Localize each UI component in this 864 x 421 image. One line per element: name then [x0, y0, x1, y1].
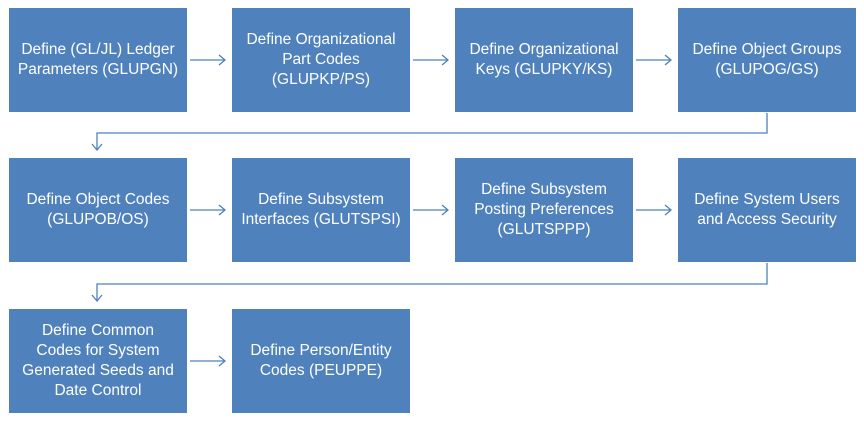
process-step-box: Define (GL/JL) Ledger Parameters (GLUPGN…: [9, 8, 187, 112]
elbow-arrow-icon: [91, 263, 768, 303]
process-step-box: Define Organizational Keys (GLUPKY/KS): [455, 8, 633, 112]
elbow-arrow-icon: [91, 113, 768, 152]
arrow-right-icon: [190, 355, 227, 367]
process-step-box: Define Organizational Part Codes (GLUPKP…: [232, 8, 410, 112]
process-step-box: Define Object Groups (GLUPOG/GS): [678, 8, 856, 112]
process-step-label: Define Subsystem Interfaces (GLUTSPSI): [241, 191, 401, 228]
process-step-label: Define Organizational Part Codes (GLUPKP…: [246, 31, 396, 88]
process-step-box: Define Object Codes (GLUPOB/OS): [9, 158, 187, 262]
process-step-box: Define System Users and Access Security: [678, 158, 856, 262]
process-step-label: Define Object Groups (GLUPOG/GS): [692, 41, 842, 78]
arrow-right-icon: [190, 204, 227, 216]
process-step-box: Define Subsystem Interfaces (GLUTSPSI): [232, 158, 410, 262]
process-step-label: Define Subsystem Posting Preferences (GL…: [474, 181, 614, 238]
process-step-box: Define Person/Entity Codes (PEUPPE): [232, 309, 410, 413]
arrow-right-icon: [413, 204, 450, 216]
arrow-right-icon: [636, 204, 673, 216]
process-step-box: Define Subsystem Posting Preferences (GL…: [455, 158, 633, 262]
process-step-label: Define Common Codes for System Generated…: [22, 322, 174, 399]
arrow-right-icon: [190, 54, 227, 66]
process-step-label: Define System Users and Access Security: [694, 191, 840, 228]
process-step-label: Define (GL/JL) Ledger Parameters (GLUPGN…: [17, 41, 179, 78]
process-step-label: Define Organizational Keys (GLUPKY/KS): [469, 41, 619, 78]
process-step-box: Define Common Codes for System Generated…: [9, 309, 187, 413]
process-step-label: Define Person/Entity Codes (PEUPPE): [250, 342, 392, 379]
process-step-label: Define Object Codes (GLUPOB/OS): [26, 191, 170, 228]
arrow-right-icon: [636, 54, 673, 66]
arrow-right-icon: [413, 54, 450, 66]
